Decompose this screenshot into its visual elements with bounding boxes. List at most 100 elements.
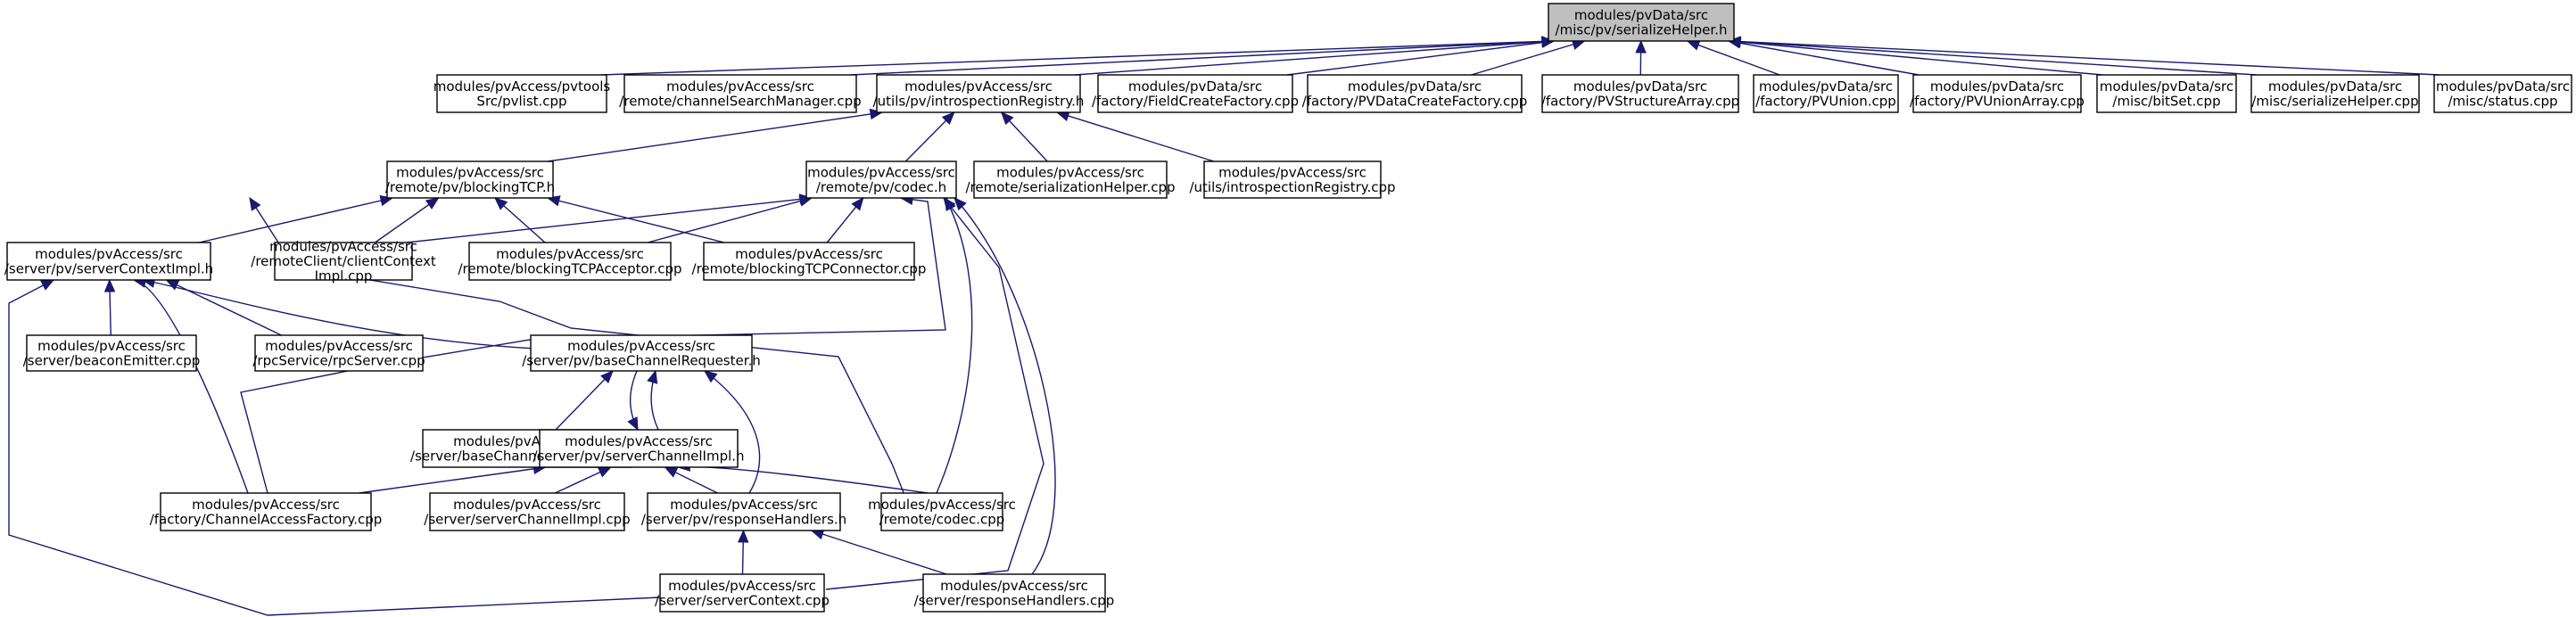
node-label-line: /remote/serializationHelper.cpp [965, 179, 1175, 195]
root-file-node[interactable]: modules/pvData/src/misc/pv/serializeHelp… [1548, 3, 1735, 42]
node-label-line: modules/pvData/src [2100, 78, 2233, 95]
node-box [973, 160, 1168, 199]
file-node[interactable]: modules/pvAccess/src/remote/serializatio… [965, 160, 1176, 199]
node-label-line: /utils/introspectionRegistry.cpp [1189, 179, 1395, 195]
edge-n16-n29 [8, 279, 661, 616]
file-node[interactable]: modules/pvAccess/src/factory/ChannelAcce… [150, 492, 383, 531]
edge-n0-n9 [1728, 40, 2103, 76]
node-box [1203, 160, 1382, 199]
edge-n12-n16 [199, 197, 393, 243]
edges-layer [8, 36, 2440, 616]
edge-n0-n4 [1286, 40, 1555, 76]
file-node[interactable]: modules/pvData/src/misc/bitSet.cpp [2096, 74, 2237, 113]
node-box [274, 242, 413, 281]
edge-n0-n11 [1728, 40, 2440, 76]
file-node[interactable]: modules/pvAccess/src/utils/pv/introspect… [873, 74, 1085, 113]
node-label-line: modules/pvAccess/src [565, 433, 713, 449]
node-box [429, 492, 625, 531]
file-node[interactable]: modules/pvAccess/src/rpcService/rpcServe… [252, 334, 425, 372]
node-label-line: modules/pvAccess/src [396, 164, 544, 180]
file-node[interactable]: modules/pvAccess/src/server/beaconEmitte… [23, 334, 201, 372]
node-label-line: /server/responseHandlers.cpp [914, 592, 1115, 608]
node-label-line: modules/pvData/src [1348, 78, 1482, 95]
node-box [623, 74, 857, 113]
file-node[interactable]: modules/pvAccess/src/remote/blockingTCPA… [458, 242, 682, 281]
edge-n12-n19 [547, 197, 725, 243]
arrowhead-n0-n6 [1635, 39, 1647, 53]
node-label-line: modules/pvData/src [2268, 78, 2402, 95]
arrowhead-n24-n26 [597, 466, 612, 478]
node-box [805, 160, 957, 199]
node-label-line: /remote/pv/blockingTCP.h [385, 179, 555, 195]
file-node[interactable]: modules/pvAccess/src/remote/channelSearc… [619, 74, 862, 113]
node-box [468, 242, 672, 281]
edge-n16-n22 [142, 279, 536, 350]
file-node[interactable]: modules/pvAccess/src/server/serverContex… [655, 573, 830, 613]
edge-n0-n3 [1074, 40, 1555, 76]
node-label-line: Src/pvlist.cpp [476, 93, 566, 109]
edge-n12-n17 [375, 197, 439, 243]
node-label-line: modules/pvAccess/src [35, 246, 183, 262]
node-label-line: /server/beaconEmitter.cpp [23, 352, 201, 368]
file-node[interactable]: modules/pvAccess/src/utils/introspection… [1189, 160, 1396, 199]
file-node[interactable]: modules/pvData/src/factory/PVStructureAr… [1541, 74, 1739, 113]
file-node[interactable]: modules/pvData/src/factory/PVUnion.cpp [1753, 74, 1899, 113]
node-box [539, 429, 739, 468]
node-box [1912, 74, 2082, 113]
edge-n0-n5 [1471, 40, 1585, 76]
file-node[interactable]: modules/pvAccess/src/server/pv/serverCon… [4, 242, 213, 281]
nodes-layer: modules/pvData/src/misc/pv/serializeHelp… [4, 3, 2572, 613]
node-box [922, 573, 1106, 613]
arrowhead-n12-n18 [494, 197, 508, 210]
arrowhead-n22-n27 [703, 370, 718, 383]
file-node[interactable]: modules/pvData/src/misc/status.cpp [2433, 74, 2572, 113]
node-label-line: modules/pvData/src [1128, 78, 1262, 95]
file-node[interactable]: modules/pvAccess/src/remote/blockingTCPC… [692, 242, 927, 281]
file-node[interactable]: modules/pvAccess/src/server/pv/baseChann… [522, 334, 761, 372]
node-label-line: modules/pvAccess/src [668, 578, 816, 594]
node-box [647, 492, 841, 531]
file-node[interactable]: modules/pvAccess/src/remote/pv/codec.h [805, 160, 957, 199]
file-node[interactable]: modules/pvAccess/src/remoteClient/client… [251, 239, 436, 284]
file-node[interactable]: modules/pvData/src/misc/serializeHelper.… [2250, 74, 2420, 113]
node-label-line: modules/pvAccess/src [1218, 164, 1366, 180]
file-node[interactable]: modules/pvAccess/src/remote/codec.cpp [868, 492, 1016, 531]
node-label-line: /misc/pv/serializeHelper.h [1556, 21, 1728, 37]
node-label-line: modules/pvData/src [2436, 78, 2570, 95]
node-box [659, 573, 825, 613]
node-box [6, 242, 211, 281]
arrowhead-n24-n22 [647, 369, 658, 384]
node-label-line: /server/pv/responseHandlers.h [641, 511, 846, 527]
node-label-line: modules/pvAccess/src [996, 164, 1144, 180]
file-node[interactable]: modules/pvAccess/src/server/serverChanne… [424, 492, 631, 531]
node-label-line: modules/pvAccess/src [735, 246, 883, 262]
file-node[interactable]: modules/pvData/src/factory/PVDataCreateF… [1302, 74, 1528, 113]
node-label-line: modules/pvAccess/src [567, 338, 715, 354]
node-label-line: /server/pv/serverContextImpl.h [4, 260, 213, 276]
arrowhead-n12-n17 [425, 197, 440, 210]
node-label-line: modules/pvAccess/src [192, 497, 340, 513]
file-node[interactable]: modules/pvAccess/src/server/pv/serverCha… [533, 429, 745, 468]
arrowhead-n0-n4 [1540, 37, 1556, 48]
arrowhead-n13-n18 [798, 195, 813, 207]
edge-n13-n17 [406, 197, 813, 243]
file-node[interactable]: modules/pvAccess/src/remote/pv/blockingT… [385, 160, 555, 199]
node-label-line: /remoteClient/clientContext [251, 253, 436, 269]
arrowhead-n22-n24 [627, 416, 639, 432]
node-box [2250, 74, 2420, 113]
file-node[interactable]: modules/pvData/src/factory/FieldCreateFa… [1092, 74, 1299, 113]
node-label-line: modules/pvAccess/src [269, 239, 417, 255]
edge-n0-n2 [850, 40, 1555, 76]
arrowhead-n16-n29 [40, 279, 55, 291]
node-label-line: modules/pvAccess/src [666, 78, 814, 95]
file-node[interactable]: modules/pvData/src/factory/PVUnionArray.… [1910, 74, 2085, 113]
edge-n3-n15 [1056, 111, 1215, 162]
node-box [254, 334, 424, 372]
node-label-line: modules/pvData/src [1573, 78, 1707, 95]
node-box [530, 334, 753, 372]
file-node[interactable]: modules/pvAccess/src/server/responseHand… [914, 573, 1115, 613]
file-node[interactable]: modules/pvAccess/src/server/pv/responseH… [641, 492, 846, 531]
edge-n24-n28 [677, 465, 929, 494]
node-label-line: modules/pvData/src [1574, 7, 1708, 23]
